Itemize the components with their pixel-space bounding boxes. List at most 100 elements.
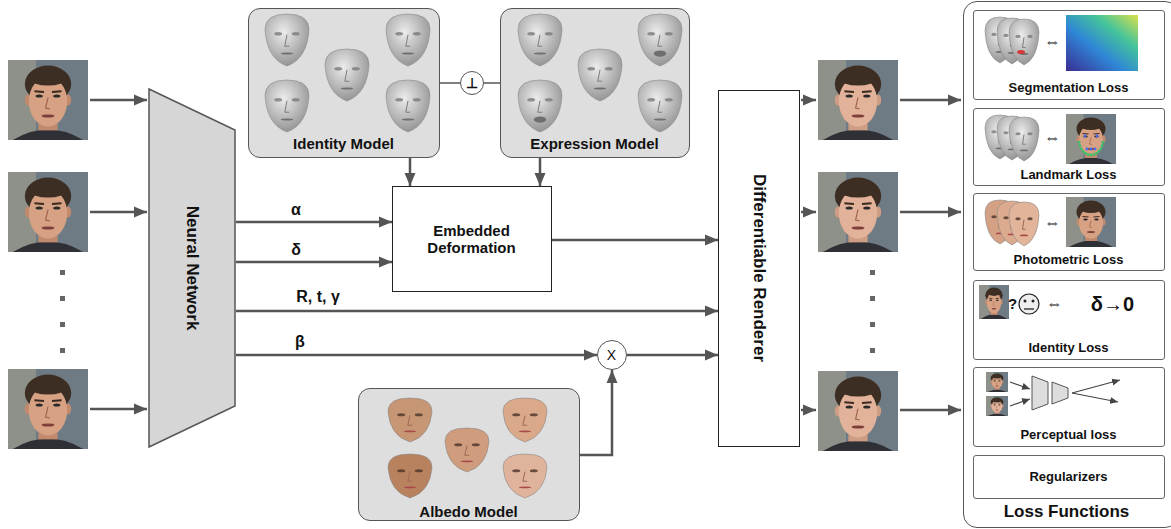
rendered-face-photo-part xyxy=(818,371,846,451)
identity-mesh-set-part xyxy=(334,67,342,71)
flow-arrow-part xyxy=(900,211,961,214)
identity-mesh-set-part xyxy=(281,118,293,120)
node-label: ⇔ xyxy=(1046,294,1063,314)
input-face-photo-part xyxy=(65,206,71,217)
rendered-face-photo-part xyxy=(823,130,893,140)
perceptual-icon-part xyxy=(986,396,1008,416)
connector-arrow xyxy=(627,354,718,357)
node-label: ⊥ xyxy=(466,74,478,90)
landmark-icon-part xyxy=(1094,133,1100,135)
ellipsis-dots-part xyxy=(60,348,65,353)
edge-label: β xyxy=(295,333,305,351)
rendered-face-photo-part xyxy=(840,185,875,198)
flow-arrow-part xyxy=(1072,380,1120,393)
input-face-photo-part xyxy=(30,382,65,395)
segmentation-icon-part xyxy=(1008,52,1016,54)
ellipsis-dots-part xyxy=(870,270,875,275)
ellipsis-dots-part xyxy=(60,270,65,275)
identity-icon-part xyxy=(987,290,1000,295)
identity-mesh-set-part xyxy=(325,49,369,101)
input-face-photo-part xyxy=(25,178,71,215)
segmentation-icon-part xyxy=(996,51,1004,53)
input-face-photo-part xyxy=(25,66,71,103)
landmark-icon-part xyxy=(996,148,1004,150)
albedo-face-set-part xyxy=(472,443,480,446)
rendered-face-photo-part xyxy=(848,226,867,242)
perceptual-icon-part xyxy=(993,379,996,380)
identity-mesh-set-part xyxy=(281,52,293,54)
input-face-photo-part xyxy=(34,202,44,205)
landmark-icon-part xyxy=(1023,135,1026,145)
albedo-face-set-part xyxy=(512,413,520,416)
input-face-photo-part xyxy=(34,90,44,93)
expression-mesh-set-part xyxy=(638,14,682,66)
rendered-face-photo-part xyxy=(823,242,893,252)
photometric-icon-part xyxy=(1008,234,1016,236)
segmentation-icon-part xyxy=(1027,35,1032,38)
perceptual-icon-part xyxy=(994,404,996,406)
identity-icon-part xyxy=(1024,308,1034,309)
segmentation-icon-part xyxy=(1003,33,1008,36)
albedo-face-set-part xyxy=(408,416,412,426)
perceptual-icon-part xyxy=(1052,382,1068,404)
perceptual-icon-part xyxy=(991,405,993,408)
landmark-icon-part xyxy=(1066,114,1116,164)
identity-mesh-set xyxy=(265,14,430,132)
photometric-icon-part xyxy=(1094,216,1100,218)
expression-mesh-set-part xyxy=(538,101,542,112)
landmark-icon-part xyxy=(1090,138,1093,145)
expression-mesh-set-part xyxy=(518,14,562,66)
landmark-icon-part xyxy=(1102,136,1106,143)
connector-arrow xyxy=(580,370,612,455)
connector-arrow xyxy=(552,239,718,242)
perceptual-icon xyxy=(986,372,1068,416)
flow-arrow-part xyxy=(1010,382,1030,389)
landmark-icon-part xyxy=(1086,148,1089,151)
perceptual-icon-part xyxy=(1002,405,1004,408)
edge-label: R, t, γ xyxy=(296,288,340,306)
renderer-box: Differentiable Renderer xyxy=(718,90,800,447)
input-face-photo-part xyxy=(52,90,62,93)
landmark-icon-part xyxy=(1077,118,1106,141)
input-face-photo-part xyxy=(36,206,43,209)
perceptual-icon-part xyxy=(994,386,999,390)
segmentation-icon-part xyxy=(1017,50,1025,54)
rendered-face-photo-part xyxy=(846,206,853,209)
identity-icon-part xyxy=(987,292,1001,313)
expression-mesh-set-part xyxy=(654,50,666,56)
rendered-face-photo-part xyxy=(835,206,841,217)
flow-arrow xyxy=(90,100,147,101)
identity-icon-part xyxy=(990,308,997,315)
photometric-icon-part xyxy=(1077,201,1106,224)
ellipsis-dots-part xyxy=(870,348,875,353)
identity-mesh-set-part xyxy=(265,14,309,66)
segmentation-icon-part xyxy=(1023,37,1026,47)
landmark-icon-part xyxy=(991,130,996,133)
rendered-face-photo xyxy=(818,371,898,451)
identity-icon-part xyxy=(1000,300,1002,305)
input-face-photo-part xyxy=(13,242,83,252)
albedo-face-set-part xyxy=(523,416,527,426)
identity-mesh-set-part xyxy=(292,32,300,36)
flow-arrow xyxy=(1010,382,1030,389)
identity-mesh-set-part xyxy=(285,35,289,46)
photometric-icon-part xyxy=(1015,217,1020,220)
rendered-face-photo-part xyxy=(856,98,860,109)
photometric-icon-part xyxy=(1094,219,1099,221)
ellipsis-dots xyxy=(870,270,875,353)
perceptual-icon-part xyxy=(993,403,996,404)
photometric-icon-part xyxy=(1003,216,1008,219)
photometric-icon-part xyxy=(1066,197,1116,247)
landmark-icon-part xyxy=(1020,150,1028,152)
connector-arrow xyxy=(440,82,460,84)
landmark-icon-part xyxy=(1003,131,1008,134)
node-label: Loss Functions xyxy=(1004,502,1130,522)
albedo-face-set-part xyxy=(503,454,547,498)
node-label: Albedo Model xyxy=(419,503,517,520)
node-label: Segmentation Loss xyxy=(1009,80,1129,95)
orthogonal-circle: ⊥ xyxy=(460,71,484,95)
connector-arrow xyxy=(236,261,392,264)
identity-mesh-set-part xyxy=(406,35,410,46)
input-face-photo-part xyxy=(30,73,65,86)
rendered-face-photo-part xyxy=(818,371,898,451)
